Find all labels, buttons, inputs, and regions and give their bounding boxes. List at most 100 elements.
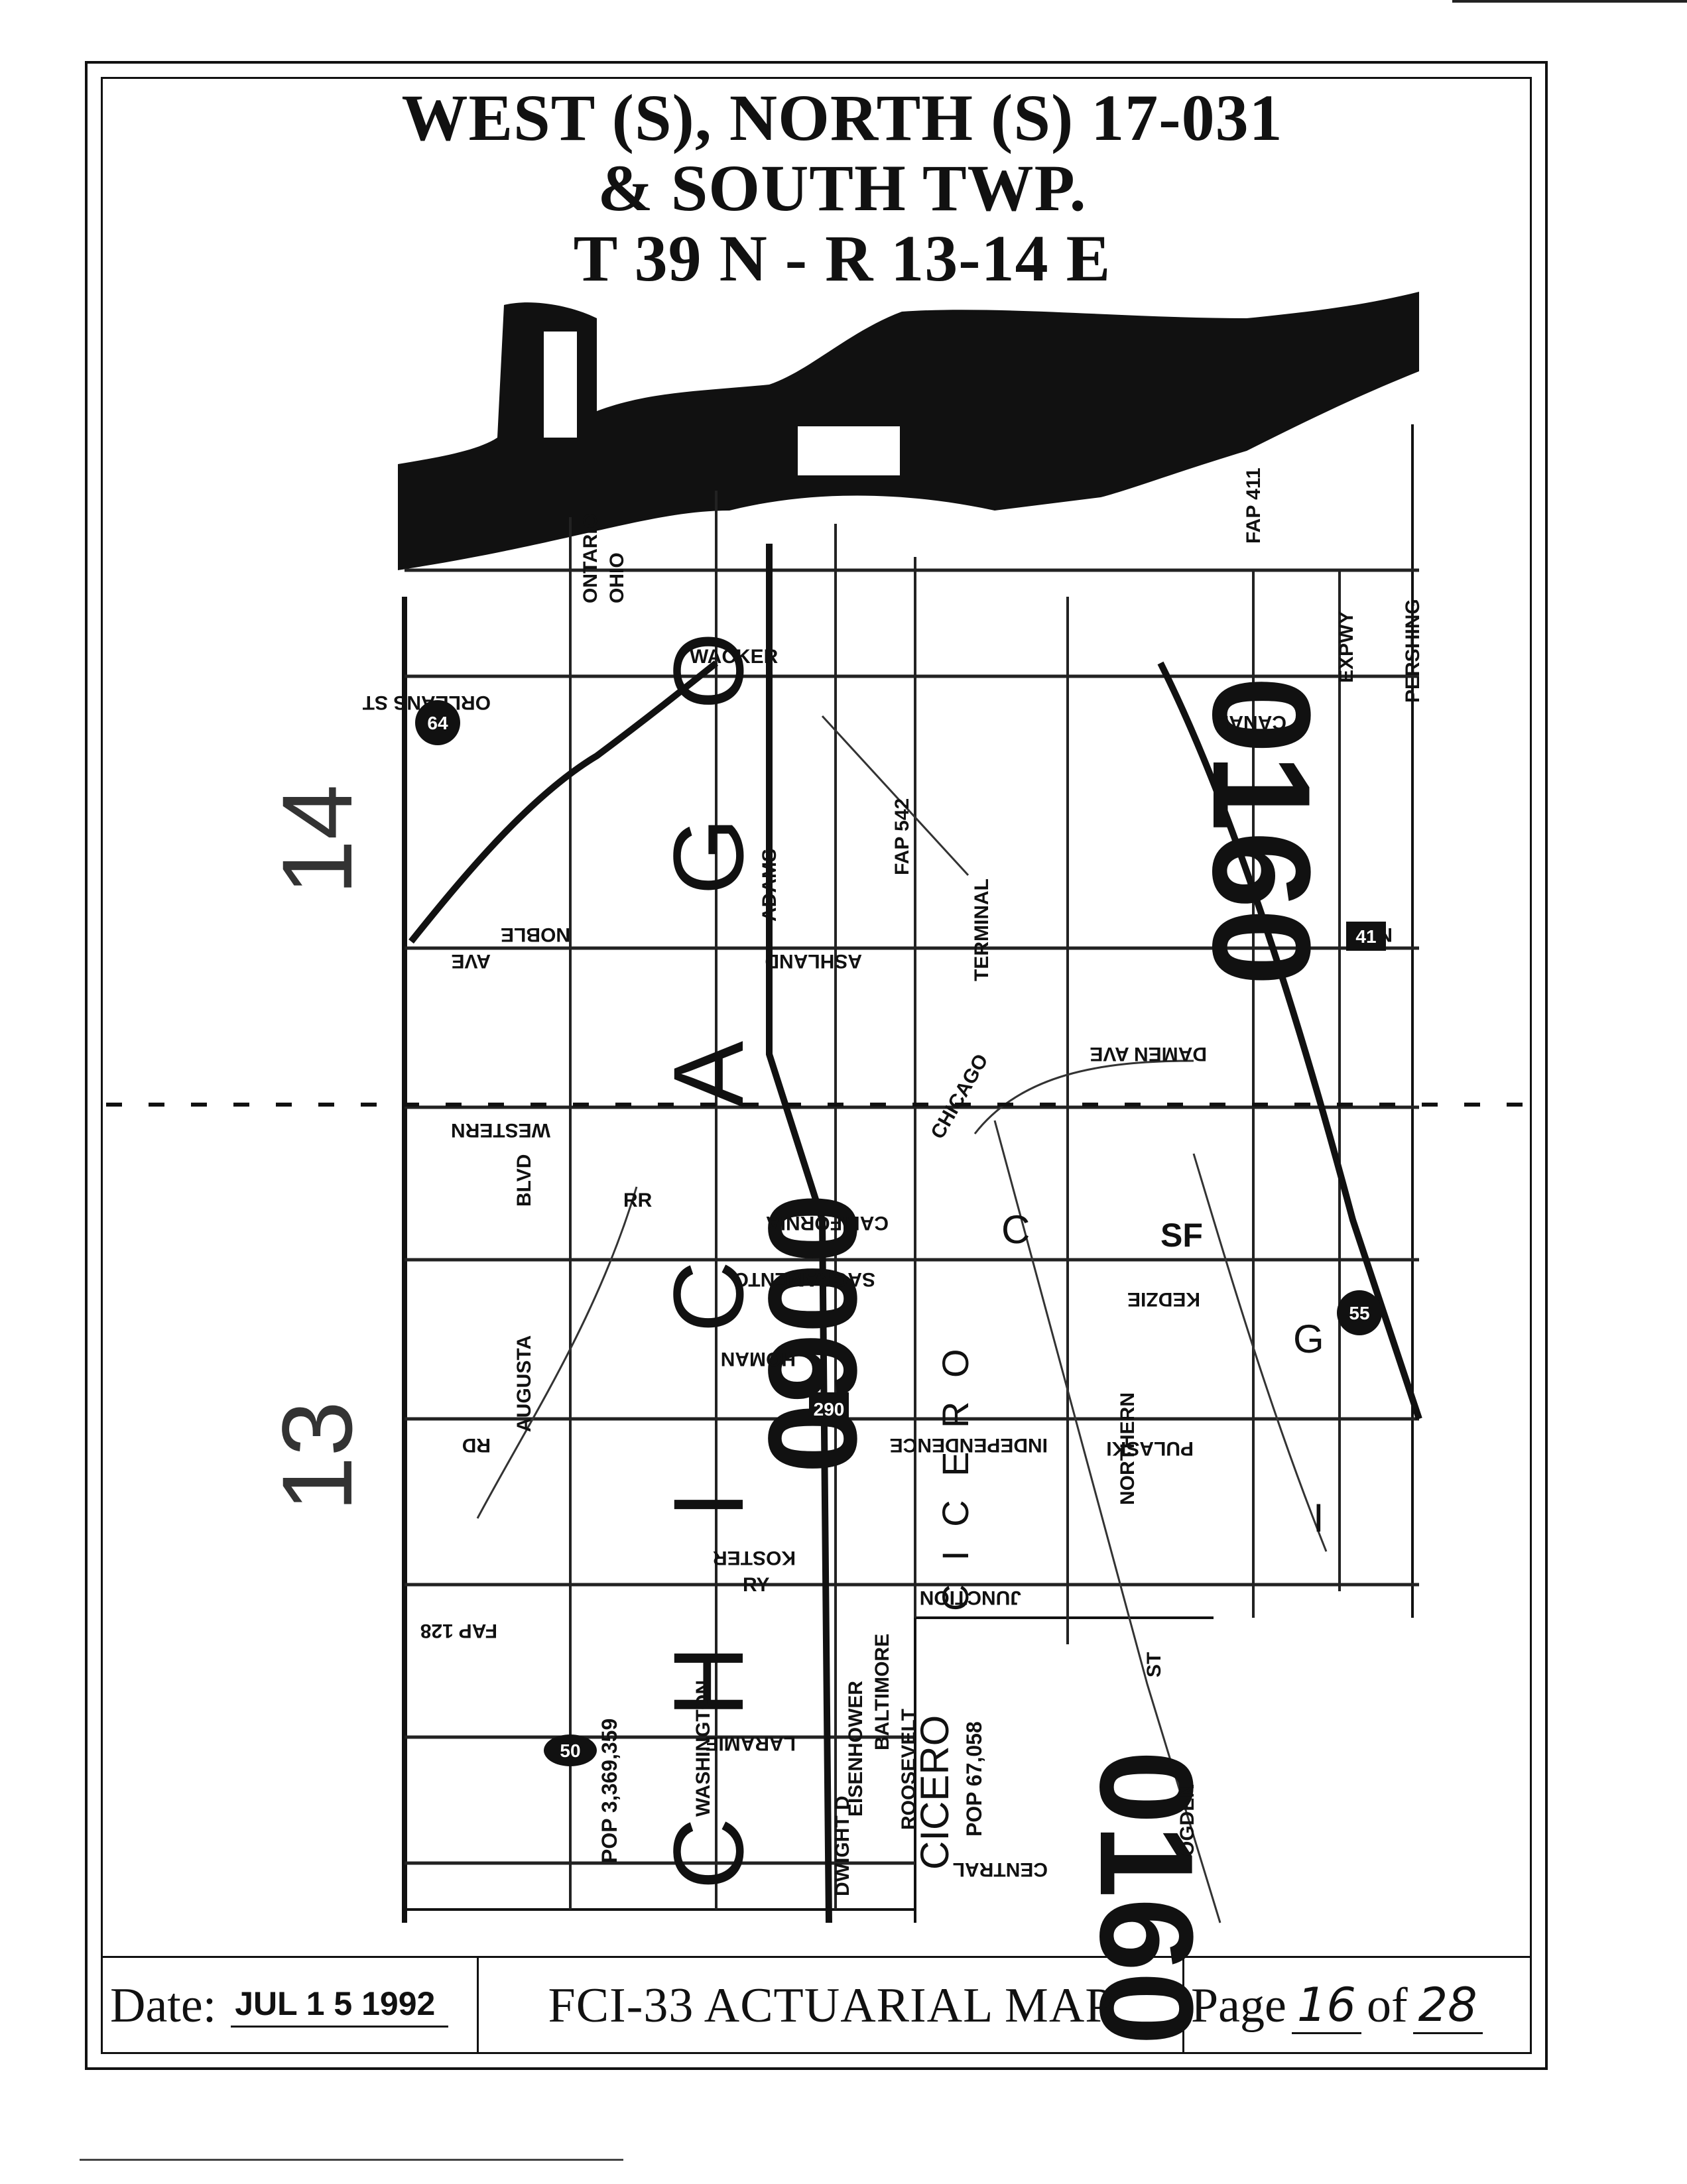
date-label: Date: [110,1978,217,2033]
chicago-letter-5: A [653,1041,764,1107]
route-shield-64: 64 [415,700,460,745]
railroad [973,1060,1194,1134]
street-label: CALIFORNIA [766,1212,889,1234]
street-label: HOMAN [721,1348,796,1370]
harbor-pier [544,332,577,438]
route-shield-50: 50 [544,1734,597,1766]
street-label: ROOSEVELT [898,1709,920,1830]
chicago-letter-4: C [653,1261,764,1333]
page-total: 28 [1412,1978,1483,2034]
street-label: PERSHING [1402,599,1424,703]
street-label: KOSTER [713,1547,796,1569]
cicero-spaced-label: C I C E R O [934,1342,976,1611]
city-name-chicago: C H I C A G O [653,632,764,1890]
street-label: LARAMIE [705,1732,796,1754]
inner-border [101,77,1532,2054]
date-stamp: JUL 1 5 1992 [231,1984,449,2028]
footer-date-cell: Date: JUL 1 5 1992 [101,1958,479,2054]
street-label: SACRAMENTO [733,1268,875,1290]
page-current: 16 [1291,1978,1361,2034]
footer-bar: Date: JUL 1 5 1992 FCI-33 ACTUARIAL MAP … [101,1956,1532,2054]
street-label: BLVD [513,1154,535,1207]
lake-michigan-shore [398,292,1419,570]
chicago-letter-2: H [653,1646,764,1717]
footer-page-cell: Page 16 of 28 [1184,1958,1532,2054]
street-label: AUGUSTA [513,1335,535,1432]
navy-pier-area [794,422,904,479]
chicago-letter-6: G [653,818,764,895]
svg-text:290: 290 [814,1399,845,1420]
street-label: WESTERN [451,1119,550,1141]
svg-text:55: 55 [1349,1303,1369,1323]
street-label: FAP 542 [891,798,913,875]
street-label: TERMINAL [971,879,993,981]
street-label: CANAL [1217,711,1286,733]
street-label: RR [623,1189,653,1211]
street-label: JUNCTION [920,1587,1021,1608]
route-shield-41: 41 [1346,922,1386,951]
svg-text:41: 41 [1355,926,1376,947]
section-number-lower: 13 [261,1401,373,1512]
street-label: NORTHERN [1117,1392,1139,1505]
territory-code-0160-upper: 0160 [1184,676,1340,986]
outer-border [85,61,1548,2070]
street-label: ASHLAND [765,950,862,972]
route-shield-290: 290 [809,1392,849,1426]
street-label: ST [1143,1652,1165,1677]
chicago-letter-3: I [653,1490,764,1518]
title-line-2: & SOUTH TWP. [597,151,1087,225]
footer-map-title-cell: FCI-33 ACTUARIAL MAP [479,1958,1184,2054]
street-label: FAP 128 [420,1620,497,1642]
street-label: G [1293,1317,1324,1361]
street-label: OGDEN [1176,1784,1198,1856]
railroad [993,1120,1221,1923]
map-title: FCI-33 ACTUARIAL MAP [548,1978,1113,2033]
street-label: WACKER [690,646,779,668]
svg-text:50: 50 [560,1740,580,1761]
cicero-label: CICERO [912,1715,957,1870]
street-label: C [1001,1207,1030,1252]
title-line-3: T 39 N - R 13-14 E [573,221,1111,295]
scan-bottom-rule [80,2159,623,2161]
actuarial-map: C H I C A G O 0060 0160 0160 C I C E R O… [106,292,1525,2045]
stevenson-expressway [1157,661,1422,1420]
street-label: SF [1160,1217,1203,1254]
street-label: I [1313,1496,1324,1540]
chicago-letter-7: O [653,632,764,709]
street-label: ADAMS [759,849,781,922]
railroad [821,715,969,877]
street-label: PULASKI [1106,1437,1194,1459]
section-number-upper: 14 [261,784,373,895]
railroad [1192,1153,1328,1552]
railroad [476,1186,638,1519]
street-label: WASHINGTON [692,1680,714,1817]
street-label: CHICAGO [926,1050,992,1142]
page-label: Page [1191,1978,1286,2033]
street-label: EISENHOWER [845,1681,867,1817]
territory-code-0160-lower: 0160 [1072,1750,1220,2045]
street-label: EXPWY [1336,611,1357,683]
chicago-letter-1: C [653,1818,764,1890]
street-label: CENTRAL [953,1858,1048,1880]
street-label: ONTARIO [580,513,601,603]
svg-text:64: 64 [427,713,448,733]
territory-code-0060: 0060 [742,1193,883,1474]
street-label: KEDZIE [1127,1288,1200,1310]
street-label: FAP 411 [1243,467,1265,544]
title-line-1: WEST (S), NORTH (S) 17-031 [401,81,1283,154]
street-label: NOBLE [501,924,570,945]
cicero-population: POP 67,058 [962,1721,986,1837]
eisenhower-expressway [766,544,832,1923]
street-label: INDEPENDENCE [890,1434,1048,1456]
kennedy-expressway [408,660,719,944]
street-label: BALTIMORE [871,1634,893,1750]
street-label: DWIGHT D [832,1795,853,1896]
route-shield-55: 55 [1337,1290,1382,1335]
street-label: OHIO [606,552,628,603]
chicago-population: POP 3,369,359 [597,1719,621,1863]
of-label: of [1366,1978,1408,2033]
street-label: DAMEN AVE [1090,1043,1207,1065]
scan-edge-rule [1452,0,1687,3]
street-label: AVE [452,950,491,972]
street-label: RY [743,1574,770,1596]
